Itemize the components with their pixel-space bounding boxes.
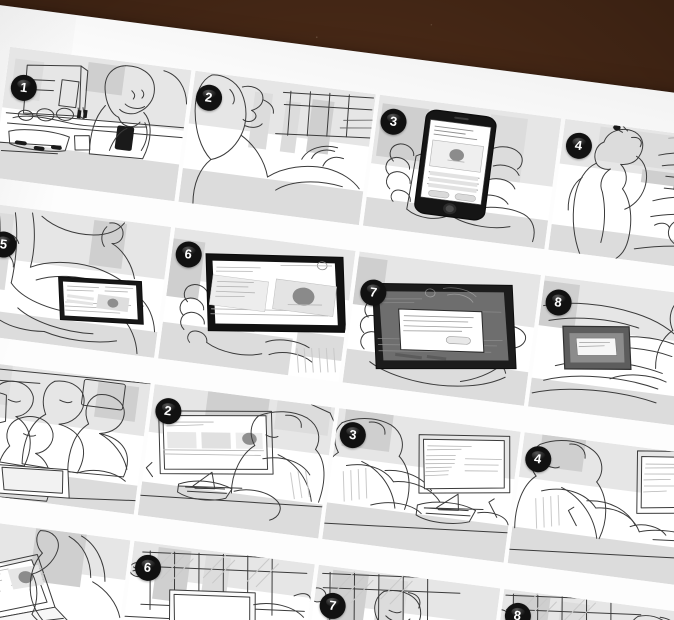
storyboard-strips-container: 1 (0, 46, 674, 620)
panel-line-art (322, 408, 520, 562)
panel-4-2[interactable]: 6 (116, 540, 315, 620)
panel-line-art (343, 251, 541, 405)
panel-1-2[interactable]: 2 (177, 70, 376, 226)
panel-line-art (548, 119, 674, 273)
desktop-monitor (629, 443, 674, 521)
strip-1: 1 (0, 46, 674, 274)
modal-dialog (394, 301, 489, 360)
strip-2: 5 (0, 203, 674, 430)
panel-3-4[interactable]: 4 (507, 432, 674, 587)
panel-line-art (0, 47, 191, 201)
desktop-monitor (410, 425, 517, 519)
panel-2-3[interactable]: 7 (342, 251, 541, 406)
panel-line-art (0, 203, 171, 357)
panel-2-4[interactable]: 8 (527, 275, 674, 430)
panel-4-4[interactable]: 8 (486, 588, 674, 620)
strip-4: 5 (0, 516, 674, 620)
panel-1-4[interactable]: 4 (547, 118, 674, 274)
panel-2-2[interactable]: 6 (157, 227, 356, 382)
panel-line-art (363, 95, 561, 249)
panel-3-3[interactable]: 3 (322, 408, 521, 563)
panel-line-art (527, 275, 674, 429)
desktop-monitor (160, 582, 262, 620)
panel-3-1[interactable]: 1 (0, 360, 151, 515)
panel-1-3[interactable]: 3 (362, 94, 561, 250)
panel-2-1[interactable]: 5 (0, 203, 171, 358)
panel-line-art (137, 384, 335, 538)
strip-3: 1 (0, 360, 674, 587)
tablet-device (557, 318, 636, 377)
panel-line-art (0, 517, 130, 620)
panel-3-2[interactable]: 2 (137, 384, 336, 539)
panel-line-art (0, 360, 150, 514)
panel-line-art (158, 227, 356, 381)
panel-line-art (178, 71, 376, 225)
panel-line-art (507, 432, 674, 586)
panel-1-1[interactable]: 1 (0, 46, 191, 202)
panel-4-1[interactable]: 5 (0, 516, 130, 620)
panel-4-3[interactable]: 7 (301, 564, 500, 620)
